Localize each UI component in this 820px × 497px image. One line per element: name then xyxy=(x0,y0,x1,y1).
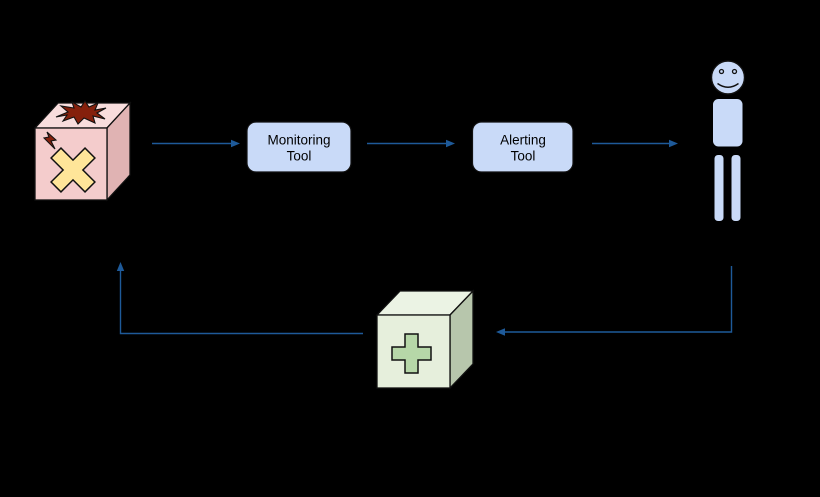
alerting-tool-label-line2: Tool xyxy=(511,149,536,164)
person-left-eye xyxy=(718,68,725,75)
alerting-tool-label-line1: Alerting xyxy=(500,133,546,148)
monitoring-tool-box xyxy=(246,121,352,173)
connectors xyxy=(116,139,733,336)
alerting-tool-box xyxy=(471,121,574,173)
person-smile xyxy=(717,82,739,88)
person-torso xyxy=(713,99,743,147)
person-right-eye xyxy=(731,68,738,75)
alerting-tool-node: Alerting Tool xyxy=(471,121,574,173)
person-right-leg xyxy=(731,155,741,221)
x-cross-icon xyxy=(50,147,96,193)
failing-system-cube xyxy=(33,100,132,202)
arrowhead-fix-to-system xyxy=(116,262,125,271)
monitoring-tool-label-line2: Tool xyxy=(287,149,312,164)
arrowhead-system-to-monitoring xyxy=(231,139,240,148)
arrowhead-alerting-to-operator xyxy=(669,139,678,148)
monitoring-tool-label-line1: Monitoring xyxy=(267,133,330,148)
x-cross-shape xyxy=(50,147,96,193)
arrow-operator-to-fix xyxy=(503,266,733,333)
arrowhead-operator-to-fix xyxy=(496,328,505,336)
explosion-burst-icon xyxy=(55,100,107,125)
lightning-bolt-icon xyxy=(42,131,58,150)
arrowhead-monitoring-to-alerting xyxy=(446,139,455,148)
medical-cross-icon xyxy=(391,333,432,374)
person-head xyxy=(710,60,746,95)
monitoring-tool-node: Monitoring Tool xyxy=(246,121,352,173)
person-left-leg xyxy=(714,155,724,221)
arrow-fix-to-system xyxy=(119,269,363,335)
medical-cross-cube-icon xyxy=(375,289,475,390)
person-icon xyxy=(710,60,746,221)
